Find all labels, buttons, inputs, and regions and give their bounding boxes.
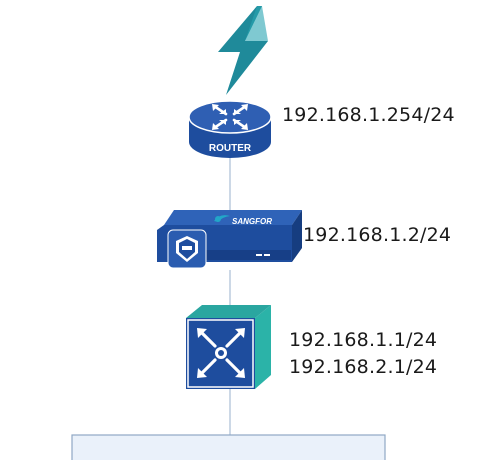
switch-ip-label-1: 192.168.1.1/24	[289, 329, 438, 351]
router-ip-label: 192.168.1.254/24	[282, 104, 455, 126]
lan-segment-box	[71, 434, 386, 465]
router-label: ROUTER	[209, 143, 252, 154]
firewall-ip-label: 192.168.1.2/24	[303, 224, 452, 246]
switch-ip-label-2: 192.168.2.1/24	[289, 356, 438, 378]
firewall-brand: SANGFOR	[232, 217, 272, 226]
firewall-icon	[157, 210, 302, 269]
switch-icon	[186, 305, 271, 389]
router-icon	[188, 100, 272, 158]
lightning-icon	[218, 6, 268, 95]
